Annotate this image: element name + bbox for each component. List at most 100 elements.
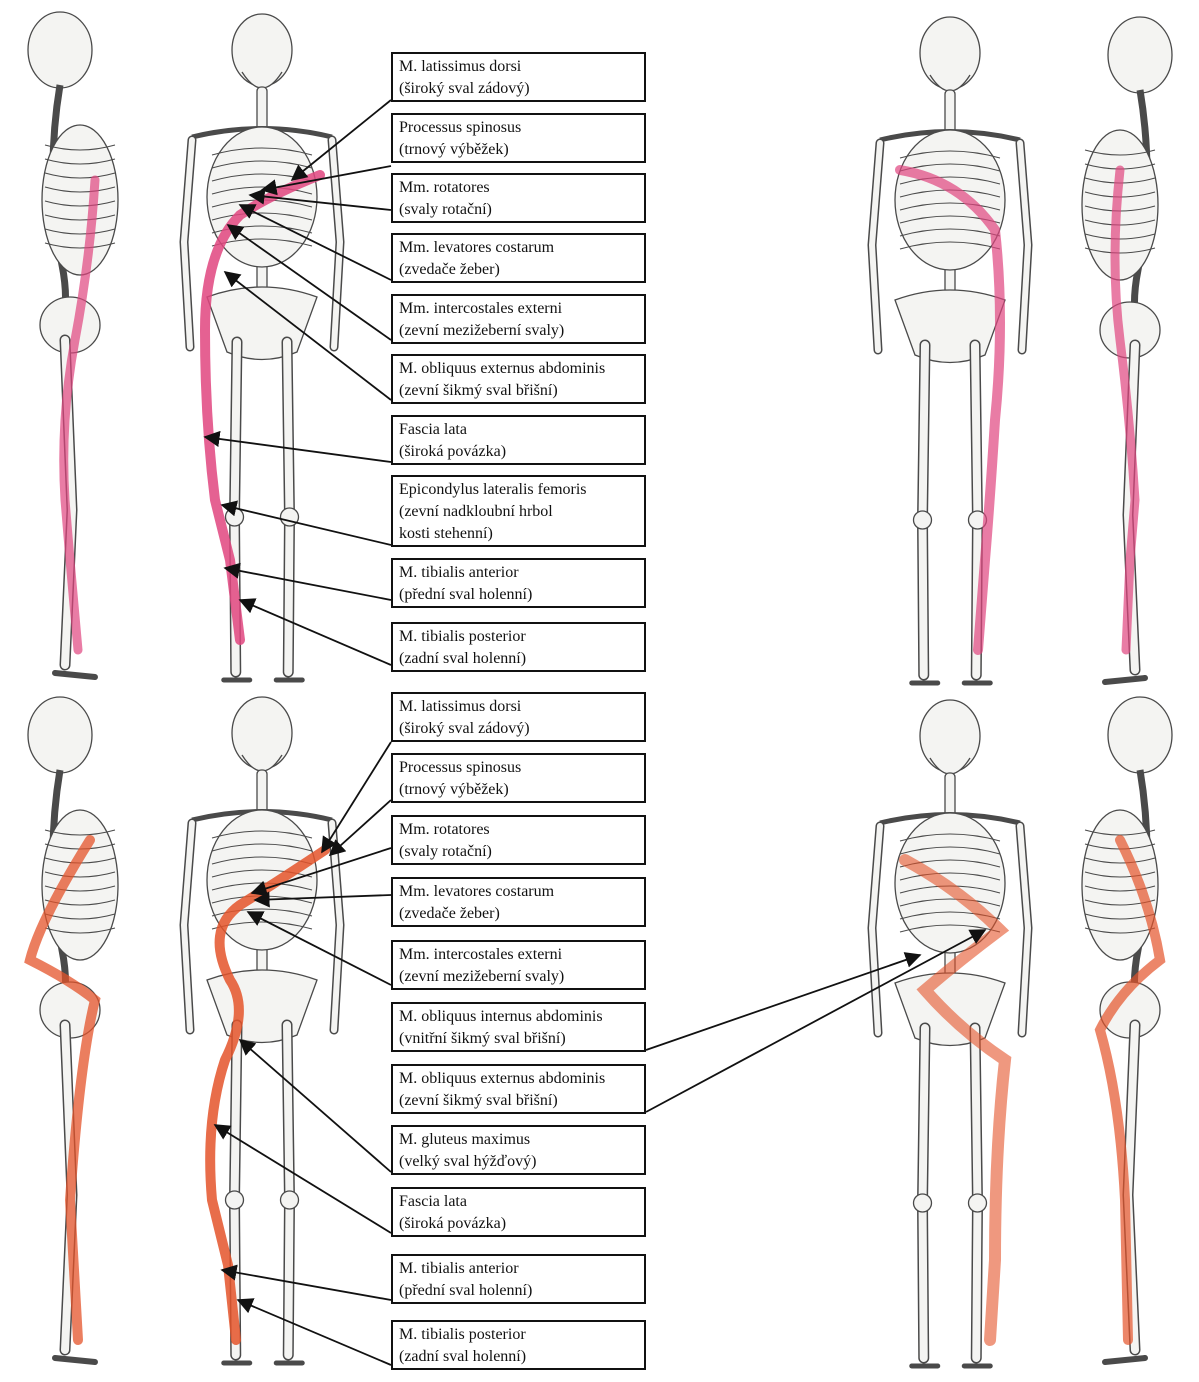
left-leg-fill: [923, 1028, 926, 1358]
label-line: kosti stehenní): [399, 523, 638, 545]
knee: [969, 1194, 987, 1212]
label-line: (zevní nadkloubní hrbol: [399, 501, 638, 523]
label-line: (velký sval hýžďový): [399, 1151, 638, 1173]
label-line: M. obliquus externus abdominis: [399, 1068, 638, 1090]
foot: [55, 1358, 95, 1362]
label-top-levatores-costarum: Mm. levatores costarum (zvedače žeber): [391, 233, 646, 283]
pelvis: [207, 287, 317, 360]
label-top-obliquus-externus: M. obliquus externus abdominis (zevní ši…: [391, 354, 646, 404]
foot: [1105, 678, 1145, 682]
right-leg-fill: [287, 342, 290, 672]
label-line: (trnový výběžek): [399, 779, 638, 801]
label-line: M. latissimus dorsi: [399, 696, 638, 718]
pointer-arrow: [222, 1270, 391, 1300]
label-line: Fascia lata: [399, 419, 638, 441]
label-line: Mm. intercostales externi: [399, 298, 638, 320]
pointer-arrow: [240, 1040, 391, 1172]
label-line: (svaly rotační): [399, 841, 638, 863]
label-bottom-obliquus-internus: M. obliquus internus abdominis (vnitřní …: [391, 1002, 646, 1052]
label-line: Epicondylus lateralis femoris: [399, 479, 638, 501]
jaw: [930, 75, 970, 91]
label-bottom-mm-rotatores: Mm. rotatores (svaly rotační): [391, 815, 646, 865]
label-line: (široká povázka): [399, 441, 638, 463]
label-top-processus-spinosus: Processus spinosus (trnový výběžek): [391, 113, 646, 163]
label-line: (vnitřní šikmý sval břišní): [399, 1028, 638, 1050]
label-bottom-tibialis-anterior: M. tibialis anterior (přední sval holenn…: [391, 1254, 646, 1304]
label-line: (zvedače žeber): [399, 259, 638, 281]
label-line: M. obliquus internus abdominis: [399, 1006, 638, 1028]
label-top-tibialis-anterior: M. tibialis anterior (přední sval holenn…: [391, 558, 646, 608]
skeleton-top-front: [872, 17, 1028, 683]
left-leg-fill: [923, 345, 926, 675]
label-top-tibialis-posterior: M. tibialis posterior (zadní sval holenn…: [391, 622, 646, 672]
label-line: (trnový výběžek): [399, 139, 638, 161]
skeleton-bottom-front: [872, 700, 1028, 1366]
label-bottom-obliquus-externus: M. obliquus externus abdominis (zevní ši…: [391, 1064, 646, 1114]
label-line: M. tibialis anterior: [399, 562, 638, 584]
foot: [1105, 1358, 1145, 1362]
pointer-arrow: [225, 568, 391, 600]
label-top-latissimus-dorsi: M. latissimus dorsi (široký sval zádový): [391, 52, 646, 102]
knee: [281, 1191, 299, 1209]
label-line: Mm. rotatores: [399, 819, 638, 841]
label-top-intercostales-externi: Mm. intercostales externi (zevní mezižeb…: [391, 294, 646, 344]
label-line: (široká povázka): [399, 1213, 638, 1235]
pointer-arrow: [238, 1300, 391, 1365]
label-line: (přední sval holenní): [399, 584, 638, 606]
label-line: Processus spinosus: [399, 757, 638, 779]
label-bottom-latissimus-dorsi: M. latissimus dorsi (široký sval zádový): [391, 692, 646, 742]
skull: [1108, 697, 1172, 773]
label-line: Fascia lata: [399, 1191, 638, 1213]
right-leg-fill: [287, 1025, 290, 1355]
label-line: (zadní sval holenní): [399, 1346, 638, 1368]
label-line: (svaly rotační): [399, 199, 638, 221]
label-line: (široký sval zádový): [399, 78, 638, 100]
label-line: M. gluteus maximus: [399, 1129, 638, 1151]
label-bottom-gluteus-maximus: M. gluteus maximus (velký sval hýžďový): [391, 1125, 646, 1175]
label-line: Processus spinosus: [399, 117, 638, 139]
label-line: (zevní šikmý sval břišní): [399, 1090, 638, 1112]
knee: [226, 508, 244, 526]
pelvis: [895, 290, 1005, 363]
skull: [28, 12, 92, 88]
knee: [914, 511, 932, 529]
skeleton-bottom-back: [184, 697, 340, 1363]
pointer-arrow: [330, 800, 391, 855]
label-line: Mm. levatores costarum: [399, 237, 638, 259]
label-line: M. tibialis posterior: [399, 1324, 638, 1346]
label-line: (přední sval holenní): [399, 1280, 638, 1302]
label-bottom-levatores-costarum: Mm. levatores costarum (zvedače žeber): [391, 877, 646, 927]
label-line: (zevní mezižeberní svaly): [399, 966, 638, 988]
label-line: (zvedače žeber): [399, 903, 638, 925]
knee: [914, 1194, 932, 1212]
label-line: Mm. levatores costarum: [399, 881, 638, 903]
jaw: [930, 758, 970, 774]
label-line: (zevní mezižeberní svaly): [399, 320, 638, 342]
label-line: M. tibialis posterior: [399, 626, 638, 648]
skull: [1108, 17, 1172, 93]
label-line: M. latissimus dorsi: [399, 56, 638, 78]
label-bottom-tibialis-posterior: M. tibialis posterior (zadní sval holenn…: [391, 1320, 646, 1370]
label-line: M. tibialis anterior: [399, 1258, 638, 1280]
label-line: (zadní sval holenní): [399, 648, 638, 670]
pointer-arrow: [222, 505, 391, 545]
label-line: M. obliquus externus abdominis: [399, 358, 638, 380]
pointer-arrow: [322, 742, 391, 852]
label-top-mm-rotatores: Mm. rotatores (svaly rotační): [391, 173, 646, 223]
skull: [28, 697, 92, 773]
label-bottom-intercostales-externi: Mm. intercostales externi (zevní mezižeb…: [391, 940, 646, 990]
label-line: (široký sval zádový): [399, 718, 638, 740]
jaw: [242, 72, 282, 88]
foot: [55, 673, 95, 677]
right-leg-fill: [975, 1028, 978, 1358]
pointer-arrow: [240, 600, 391, 665]
label-line: Mm. intercostales externi: [399, 944, 638, 966]
label-top-epicondylus-lateralis: Epicondylus lateralis femoris (zevní nad…: [391, 475, 646, 547]
jaw: [242, 755, 282, 771]
pointer-arrow: [215, 1125, 391, 1233]
label-bottom-processus-spinosus: Processus spinosus (trnový výběžek): [391, 753, 646, 803]
label-top-fascia-lata: Fascia lata (široká povázka): [391, 415, 646, 465]
pelvis: [207, 970, 317, 1043]
label-line: (zevní šikmý sval břišní): [399, 380, 638, 402]
